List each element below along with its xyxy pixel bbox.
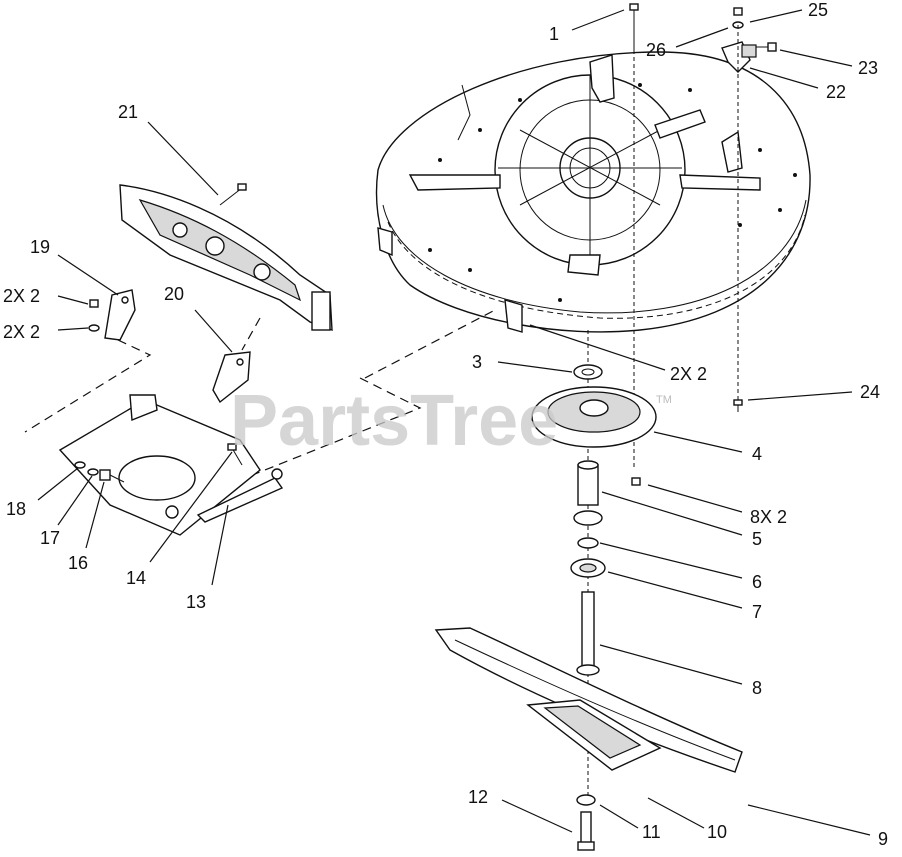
callout-11: 11 [642,822,661,842]
callout-2x2-b: 2X 2 [3,322,40,342]
spacer-5[interactable] [577,460,599,506]
callout-6: 6 [752,572,762,592]
bearing-3[interactable] [573,364,603,380]
pulley-7[interactable] [570,558,606,578]
callout-20: 20 [164,284,184,304]
callout-3: 3 [472,352,482,372]
callout-26: 26 [646,40,666,60]
callout-16: 16 [68,553,88,573]
callout-4: 4 [752,444,762,464]
callout-18: 18 [6,499,26,519]
callout-5: 5 [752,529,762,549]
screw-24[interactable] [733,399,743,412]
nut-8x2[interactable] [631,477,641,486]
callout-13: 13 [186,592,206,612]
adapter-10[interactable] [526,699,662,771]
callout-23: 23 [858,58,878,78]
callout-12: 12 [468,787,488,807]
callout-19: 19 [30,237,50,257]
callout-8x2: 8X 2 [750,507,787,527]
callout-2x2-a: 2X 2 [3,286,40,306]
bracket-plate[interactable] [58,394,261,536]
leader-lines [37,9,871,836]
callout-8: 8 [752,678,762,698]
nut-25[interactable] [733,7,743,16]
bearing-lower[interactable] [573,510,603,526]
watermark-text: PartsTree [230,381,558,461]
bolt-14[interactable] [227,443,243,466]
callout-7: 7 [752,602,762,622]
bracket-22[interactable] [721,41,757,73]
spindle-shaft-8[interactable] [576,591,600,676]
bolt-21[interactable] [219,183,247,206]
callout-labels: 1 25 26 23 22 21 19 2X 2 2X 2 20 3 2X 2 … [3,0,888,849]
washer-11[interactable] [576,794,596,806]
callout-21: 21 [118,102,138,122]
mower-deck-housing[interactable] [375,51,811,333]
callout-2x2-c: 2X 2 [670,364,707,384]
lift-arm-frame[interactable] [119,184,333,332]
washer-18[interactable] [74,461,86,469]
washer-6[interactable] [577,537,599,549]
washer-2x2-b[interactable] [88,324,100,332]
blade-9[interactable] [434,627,743,773]
link-20[interactable] [212,351,251,404]
watermark-trademark: TM [656,394,672,406]
bolt-12[interactable] [577,811,595,851]
callout-25: 25 [808,0,828,20]
screw-23[interactable] [756,42,777,52]
nut-2x2-a[interactable] [89,299,99,308]
callout-1: 1 [549,24,559,44]
callout-22: 22 [826,82,846,102]
link-19[interactable] [104,289,136,341]
link-rod-13[interactable] [196,468,284,523]
callout-14: 14 [126,568,146,588]
callout-17: 17 [40,528,60,548]
bolt-16[interactable] [99,469,125,483]
washer-17[interactable] [87,468,99,476]
callout-10: 10 [707,822,727,842]
callout-24: 24 [860,382,880,402]
bolt-1[interactable] [629,3,639,50]
spindle-housing-4[interactable] [531,386,657,448]
callout-9: 9 [878,829,888,849]
assembly-dash-lines [24,309,496,481]
